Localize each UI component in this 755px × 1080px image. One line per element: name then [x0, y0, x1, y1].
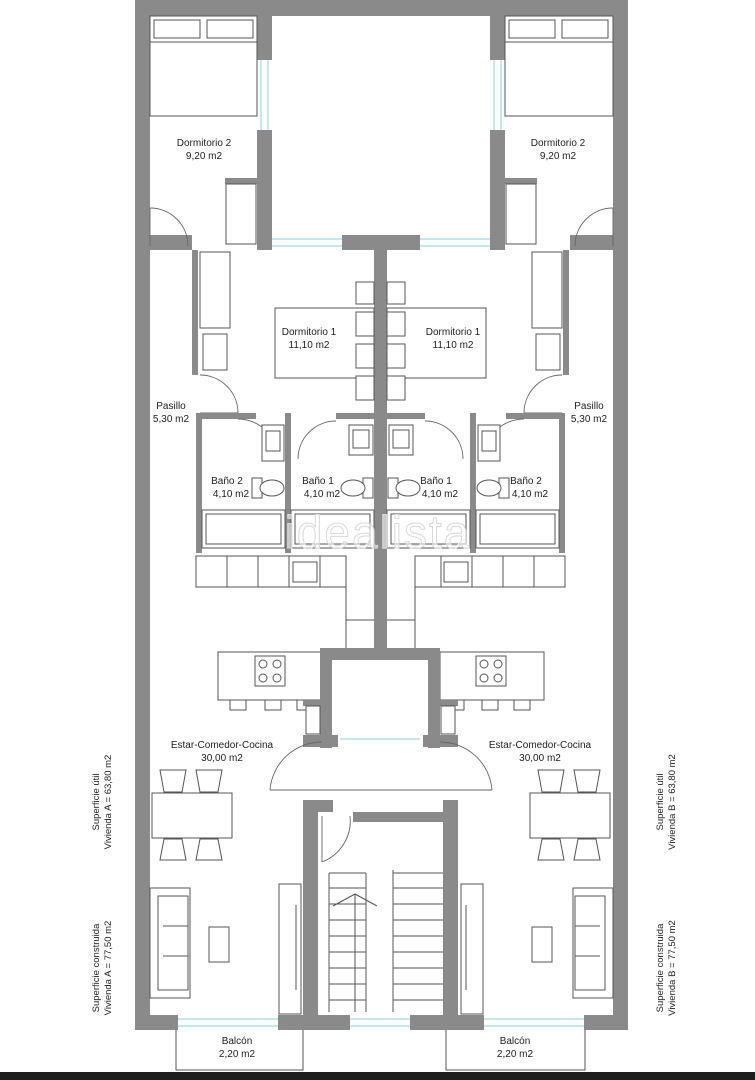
label-estar-right-area: 30,00 m2: [519, 753, 561, 764]
surface-construida-a: Superficie construida Vivienda A = 77,50…: [91, 921, 114, 1016]
label-estar-left-name: Estar-Comedor-Cocina: [171, 740, 274, 751]
label-bano2-left-name: Baño 2: [211, 476, 243, 487]
dorm1-walls: [192, 250, 569, 375]
courtyard-walls: [257, 16, 505, 250]
label-dorm2-right-area: 9,20 m2: [540, 151, 577, 162]
kitchen-left: [195, 555, 374, 711]
balconies: [175, 1030, 586, 1071]
label-estar-right-name: Estar-Comedor-Cocina: [489, 740, 592, 751]
label-pasillo-left-name: Pasillo: [156, 401, 186, 412]
label-dorm1-left-area: 11,10 m2: [289, 340, 330, 351]
surface-util-a-line2: Vivienda A = 63,80 m2: [103, 755, 114, 850]
label-bano2-right-area: 4,10 m2: [512, 489, 549, 500]
label-bano2-right-name: Baño 2: [510, 476, 542, 487]
label-bano1-right-area: 4,10 m2: [422, 489, 459, 500]
surface-util-b: Superficie útil Vivienda B = 63,80 m2: [655, 754, 678, 850]
label-pasillo-right-area: 5,30 m2: [571, 414, 608, 425]
sofa-right: [531, 887, 614, 999]
label-dorm2-right-name: Dormitorio 2: [531, 138, 586, 149]
tv-units: [278, 883, 484, 1015]
doors-dorm2: [149, 207, 614, 247]
label-balcon-right-name: Balcón: [500, 1036, 531, 1047]
label-dorm1-left-name: Dormitorio 1: [282, 327, 337, 338]
label-balcon-right-area: 2,20 m2: [497, 1049, 534, 1060]
bath-walls: [196, 413, 565, 553]
dorm2-walls: [150, 178, 613, 250]
surface-construida-a-line1: Superficie construida: [91, 923, 102, 1012]
surface-util-b-line1: Superficie útil: [655, 773, 666, 830]
label-balcon-left-name: Balcón: [222, 1036, 253, 1047]
label-dorm2-left-name: Dormitorio 2: [177, 138, 232, 149]
label-pasillo-left-area: 5,30 m2: [153, 414, 190, 425]
core-walls: [303, 648, 458, 1015]
surface-construida-b: Superficie construida Vivienda B = 77,50…: [655, 920, 678, 1016]
surface-construida-a-line2: Vivienda A = 77,50 m2: [103, 921, 114, 1016]
surface-util-a-line1: Superficie útil: [91, 773, 102, 830]
label-bano2-left-area: 4,10 m2: [213, 489, 250, 500]
label-dorm1-right-area: 11,10 m2: [433, 340, 474, 351]
label-estar-left-area: 30,00 m2: [201, 753, 243, 764]
party-wall: [374, 250, 387, 650]
room-labels: Dormitorio 2 9,20 m2 Dormitorio 2 9,20 m…: [153, 138, 608, 1060]
core-doors: [269, 741, 493, 863]
bed-dorm1-right: [386, 281, 487, 401]
stairs: [328, 870, 443, 1012]
label-balcon-left-area: 2,20 m2: [219, 1049, 256, 1060]
bath-fixtures: [201, 424, 560, 549]
dining-left: [151, 769, 233, 861]
surface-util-a: Superficie útil Vivienda A = 63,80 m2: [91, 755, 114, 850]
label-pasillo-right-name: Pasillo: [574, 401, 604, 412]
bottom-bar: [0, 1072, 755, 1080]
bottom-windows: [178, 1015, 584, 1030]
bed-dorm1-left: [274, 281, 375, 401]
surface-construida-b-line2: Vivienda B = 77,50 m2: [667, 920, 678, 1016]
kitchen-right: [387, 555, 566, 711]
label-bano1-right-name: Baño 1: [420, 476, 452, 487]
watermark: idealista: [285, 506, 472, 558]
bed-dorm2-right: [504, 15, 614, 117]
label-bano1-left-area: 4,10 m2: [304, 489, 341, 500]
surface-util-b-line2: Vivienda B = 63,80 m2: [667, 754, 678, 850]
dining-right: [529, 769, 611, 861]
surface-construida-b-line1: Superficie construida: [655, 923, 666, 1012]
bed-dorm2-left: [149, 15, 258, 117]
label-dorm2-left-area: 9,20 m2: [186, 151, 223, 162]
label-bano1-left-name: Baño 1: [302, 476, 334, 487]
label-dorm1-right-name: Dormitorio 1: [426, 327, 481, 338]
sofa-left: [149, 887, 230, 999]
